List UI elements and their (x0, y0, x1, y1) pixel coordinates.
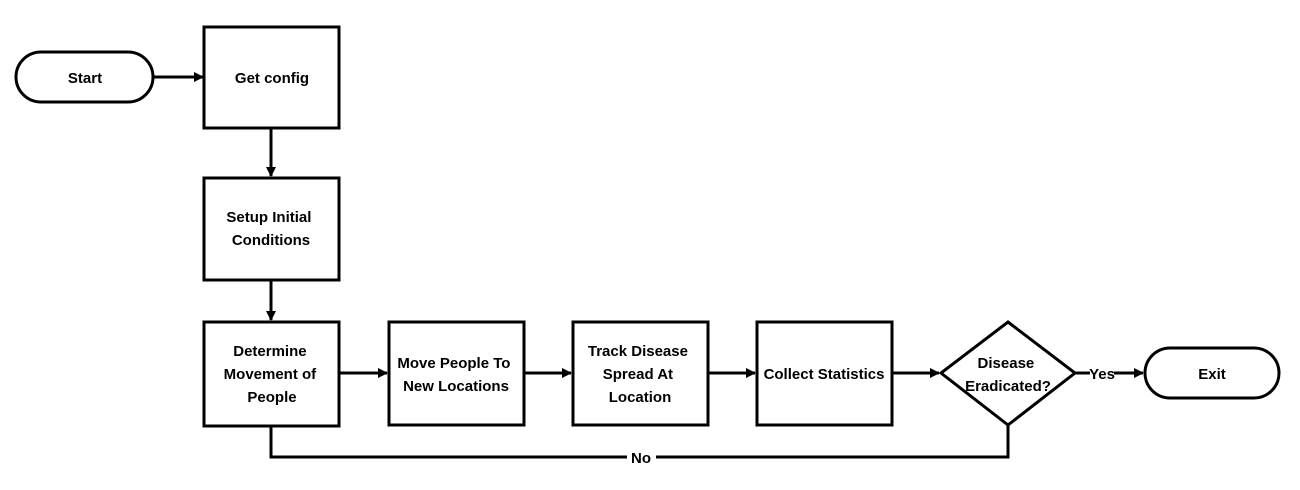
setup-initial-conditions-box (202, 176, 341, 282)
no-edge-label: No (631, 450, 651, 467)
disease-eradicated-decision (938, 320, 1078, 427)
determine-label: Determine Movement of People (224, 343, 321, 406)
move-people-box (387, 320, 526, 427)
yes-edge-label: Yes (1089, 366, 1115, 383)
track-disease-box (571, 320, 710, 427)
decision-label: Disease Eradicated? (965, 355, 1051, 395)
start-label: Start (68, 70, 102, 87)
get-config-label: Get config (235, 70, 309, 87)
exit-label: Exit (1198, 366, 1226, 383)
track-label: Track Disease Spread At Location (588, 343, 692, 406)
move-label: Move People To New Locations (397, 355, 514, 395)
edge-no-loop-left (656, 425, 1010, 459)
edge-no-loop-right (269, 426, 627, 459)
determine-movement-box (202, 320, 341, 428)
start-terminal (14, 50, 155, 104)
setup-label: Setup Initial Conditions (226, 209, 315, 249)
get-config-box (202, 25, 341, 130)
collect-statistics-box (755, 320, 894, 427)
collect-label: Collect Statistics (764, 366, 885, 383)
exit-terminal (1143, 346, 1281, 400)
